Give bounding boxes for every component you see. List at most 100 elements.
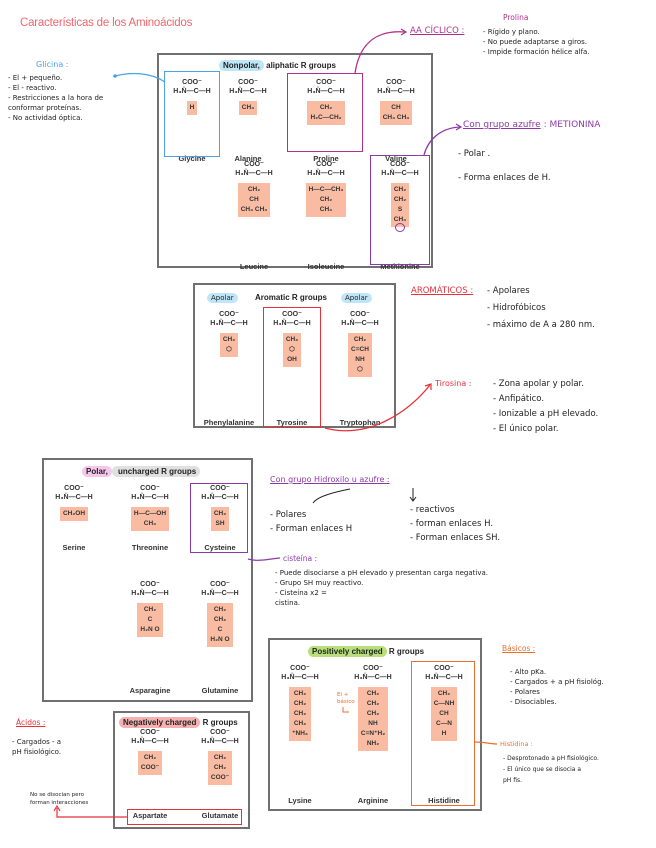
r-group-line: SH [215, 520, 225, 527]
note-line: cistina. [275, 599, 301, 607]
arginine-note: El + básico [337, 692, 355, 706]
glycine-arrow [114, 72, 166, 83]
proline-arrow [354, 31, 406, 74]
aromatic-notes: - Apolares - Hidrofóbicos - máximo de A … [487, 283, 595, 334]
note-line: - Cargados + a pH fisiológ. [510, 678, 604, 686]
note-line: - Hidrofóbicos [487, 303, 546, 313]
methionine-notes: - Polar . - Forma enlaces de H. [458, 142, 551, 190]
alpha-carbon-label: H₃N̈—C—H [201, 494, 239, 501]
note-line: - El - reactivo. [8, 84, 57, 92]
panel-title: Polar, uncharged R groups [82, 466, 201, 477]
alpha-carbon-label: H₃N̈—C—H [381, 170, 419, 177]
r-group-line: H [441, 730, 447, 737]
note-line: - Zona apolar y polar. [493, 379, 584, 389]
methionine-arrow [423, 126, 461, 156]
carboxylate-label: COO⁻ [210, 485, 230, 492]
r-group: H [186, 101, 198, 115]
cysteine-highlight-box [190, 483, 248, 553]
carboxylate-label: COO⁻ [390, 161, 410, 168]
note-line: - Anfipático. [493, 394, 545, 404]
amino-acid-name: Serine [62, 543, 86, 552]
r-group-line: H₂C—CH₂ [310, 114, 342, 121]
note-line: - Disociables. [510, 698, 557, 706]
amino-acid-name: Threonine [131, 543, 169, 552]
apolar-tag: Apolar [207, 293, 238, 303]
hydroxyl-heading: Con grupo Hidroxilo u azufre : [270, 475, 390, 484]
r-group-line: COO⁻ [210, 774, 230, 781]
note-line: - máximo de A a 280 nm. [487, 320, 595, 330]
proline-notes: - Rígido y plano. - No puede adaptarse a… [483, 27, 590, 57]
r-group-line: CH₂ [353, 336, 367, 343]
note-line: - Impide formación hélice alfa. [483, 48, 590, 56]
acids-arrow [56, 808, 127, 818]
r-group-line: ⁺NH₃ [292, 730, 308, 737]
carboxylate-label: COO⁻ [434, 665, 454, 672]
r-group-line: CH₃ CH₃ [240, 206, 268, 213]
alpha-carbon-label: H₃N̈—C—H [341, 320, 379, 327]
note-line: - No puede adaptarse a giros. [483, 38, 587, 46]
r-group-line: CH₂ [143, 606, 157, 613]
histidine-heading: Histidina : [500, 740, 533, 748]
basic-notes: - Alto pKa. - Cargados + a pH fisiológ. … [510, 667, 604, 707]
note-line: - Forman enlaces H [270, 524, 353, 534]
amino-acid-name: Proline [313, 154, 339, 163]
cysteine-arrow [247, 557, 281, 561]
r-group-line: H₂N O [140, 626, 160, 633]
carboxylate-label: COO⁻ [363, 665, 383, 672]
r-group-line: C—N [436, 720, 452, 727]
note-line: - No actividad óptica. [8, 114, 83, 122]
note-line: - Alto pKa. [510, 668, 547, 676]
tyrosine-heading: Tirosina : [435, 379, 472, 388]
r-group-line: CH₂ [293, 690, 307, 697]
proline-label: Prolina [503, 13, 529, 22]
aromatic-heading: AROMÁTICOS : [411, 286, 474, 296]
panel-title-highlight: Negatively charged [119, 717, 201, 728]
alpha-carbon-label: H₃N̈—C—H [131, 590, 169, 597]
r-group-line: CH₂ [293, 700, 307, 707]
basic-heading: Básicos : [502, 644, 536, 653]
r-group-line: ⬡ [226, 346, 232, 353]
panel-title-highlight: Nonpolar, [219, 60, 264, 71]
r-group-line: CH₂ [247, 186, 261, 193]
amino-acid-name: Alanine [234, 154, 262, 163]
amino-acid-name: Glutamine [201, 686, 239, 695]
r-group-line: H—C—CH₃ [308, 186, 344, 193]
alpha-carbon-label: H₃N̈—C—H [210, 320, 248, 327]
histidine-arrow [474, 741, 498, 745]
r-group-line: H—C—OH [133, 510, 167, 517]
carboxylate-label: COO⁻ [140, 729, 160, 736]
carboxylate-label: COO⁻ [182, 79, 202, 86]
panel-title-rest: aliphatic R groups [263, 61, 336, 70]
methionine-heading-suffix: : METIONINA [543, 120, 601, 130]
cysteine-heading: cisteína : [283, 554, 318, 563]
amino-acid-name: Phenylalanine [203, 418, 255, 427]
hydroxyl-left-notes: - Polares - Forman enlaces H [270, 508, 352, 536]
note-line: - reactivos [410, 505, 455, 515]
r-group-line: CH₃ [241, 104, 255, 111]
note-line: - Polares [510, 688, 540, 696]
r-group-line: CH₃ [143, 520, 157, 527]
acids-footnote: No se disocian pero forman interacciones [30, 791, 88, 807]
panel-title: Positively charged R groups [308, 646, 424, 657]
alpha-carbon-label: H₃N̈—C—H [377, 88, 415, 95]
polar-panel: Polar, uncharged R groups [42, 458, 253, 702]
proline-heading: AA CÍCLICO : [410, 26, 465, 36]
note-line: conformar proteínas. [8, 104, 82, 112]
note-line: - Restricciones a la hora de [8, 94, 104, 102]
amino-acid-name: Tryptophan [339, 418, 381, 427]
note-line: - Puede disociarse a pH elevado y presen… [275, 569, 489, 577]
r-group-line: CH₂ [293, 720, 307, 727]
r-group: CH₃ [238, 101, 258, 115]
r-group-line: CH₂ [319, 196, 333, 203]
note-line: - Cisteína x2 = [275, 589, 327, 597]
